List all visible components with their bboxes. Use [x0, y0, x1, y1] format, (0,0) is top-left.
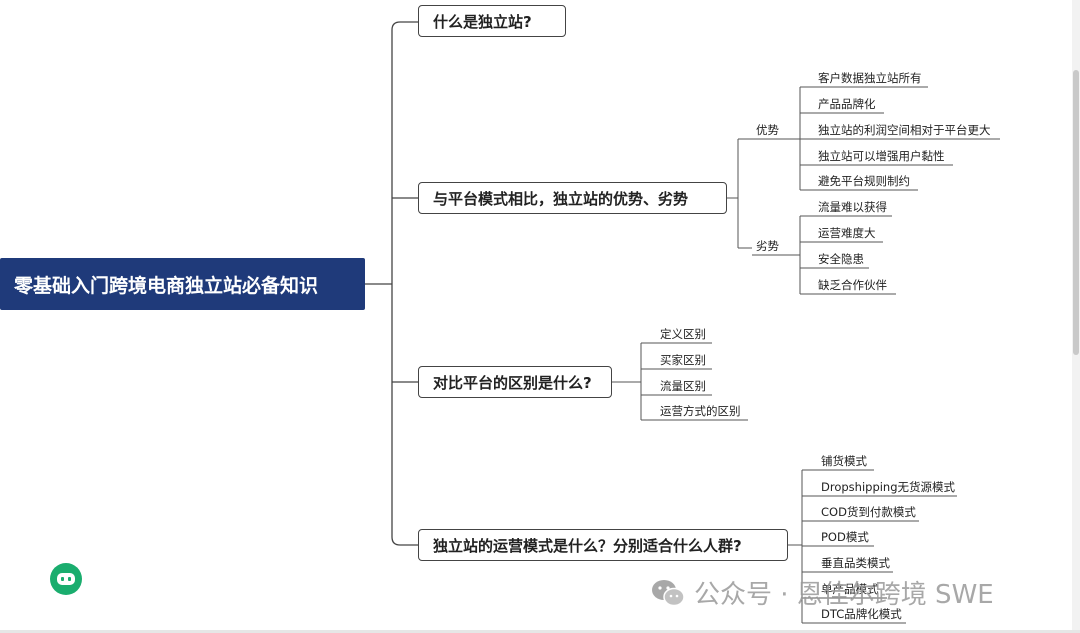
disadvantage-item[interactable]: 运营难度大: [818, 226, 876, 240]
difference-item[interactable]: 买家区别: [660, 353, 706, 367]
mode-item[interactable]: 单产品模式: [821, 582, 879, 596]
mode-item[interactable]: 垂直品类模式: [821, 556, 890, 570]
mode-item[interactable]: Dropshipping无货源模式: [821, 480, 956, 494]
root-topic[interactable]: 零基础入门跨境电商独立站必备知识: [0, 258, 365, 310]
mode-item[interactable]: POD模式: [821, 530, 869, 544]
topic-what-is[interactable]: 什么是独立站?: [418, 5, 566, 37]
advantage-item[interactable]: 客户数据独立站所有: [818, 71, 922, 85]
advantages-label[interactable]: 优势: [756, 123, 779, 137]
difference-item[interactable]: 运营方式的区别: [660, 404, 741, 418]
disadvantages-label[interactable]: 劣势: [756, 239, 779, 253]
topic-difference[interactable]: 对比平台的区别是什么?: [418, 366, 612, 398]
advantage-item[interactable]: 避免平台规则制约: [818, 174, 910, 188]
watermark-text: 公众号 · 恩佳尔跨境 SWE: [694, 580, 994, 610]
difference-item[interactable]: 流量区别: [660, 379, 706, 393]
disadvantage-item[interactable]: 缺乏合作伙伴: [818, 278, 887, 292]
assistant-button[interactable]: [50, 563, 82, 595]
difference-item[interactable]: 定义区别: [660, 327, 706, 341]
advantage-item[interactable]: 产品品牌化: [818, 97, 876, 111]
mode-item[interactable]: 铺货模式: [821, 454, 867, 468]
robot-icon: [57, 573, 75, 585]
advantage-item[interactable]: 独立站可以增强用户黏性: [818, 149, 945, 163]
vertical-scrollbar[interactable]: [1072, 0, 1080, 633]
disadvantage-item[interactable]: 安全隐患: [818, 252, 864, 266]
topic-modes[interactable]: 独立站的运营模式是什么？分别适合什么人群?: [418, 529, 788, 561]
watermark: 公众号 · 恩佳尔跨境 SWE: [650, 574, 994, 611]
scrollbar-thumb[interactable]: [1073, 70, 1079, 355]
disadvantage-item[interactable]: 流量难以获得: [818, 200, 887, 214]
topic-compare[interactable]: 与平台模式相比，独立站的优势、劣势: [418, 182, 727, 214]
wechat-icon: [650, 578, 686, 608]
mode-item[interactable]: COD货到付款模式: [821, 505, 916, 519]
mode-item[interactable]: DTC品牌化模式: [821, 607, 902, 621]
advantage-item[interactable]: 独立站的利润空间相对于平台更大: [818, 123, 991, 137]
bottom-divider: [0, 630, 1080, 633]
